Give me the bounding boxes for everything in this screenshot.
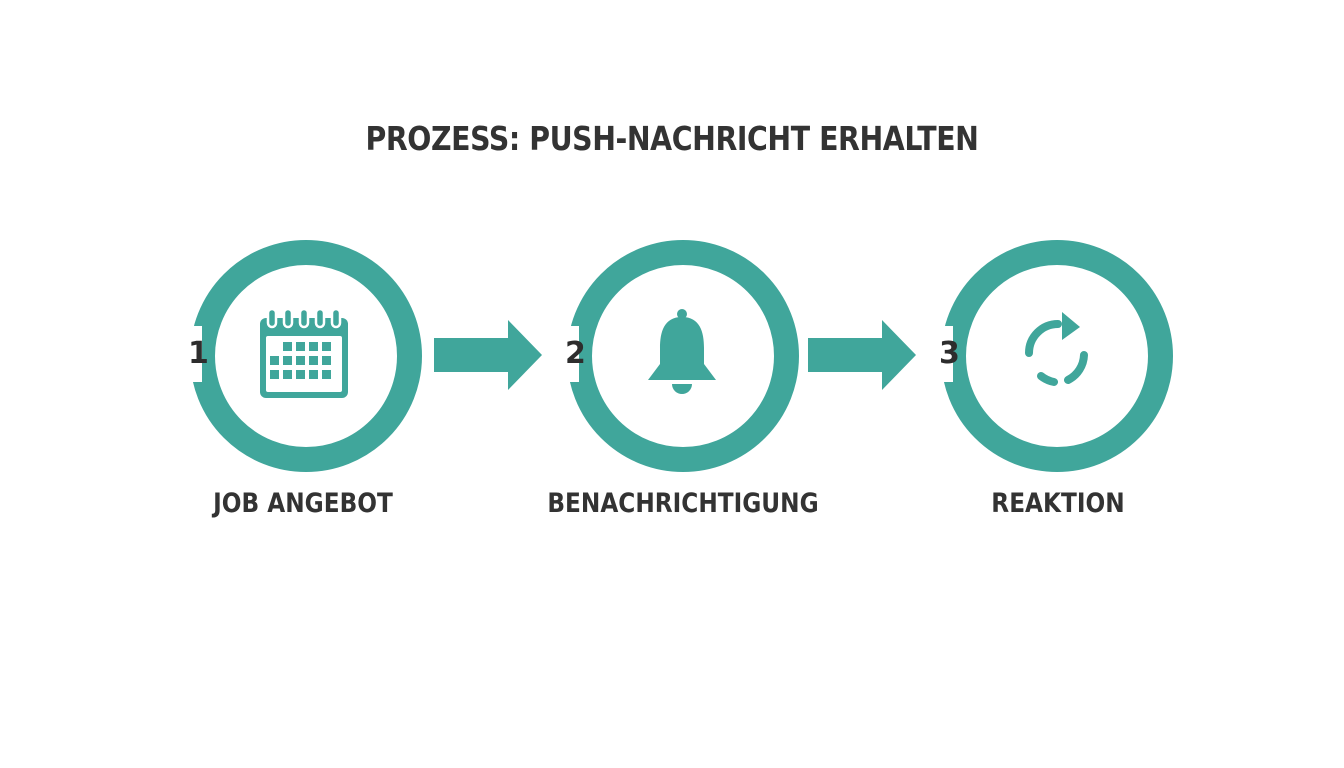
step-2-label: BENACHRICHTIGUNG <box>547 488 819 519</box>
step-2-number: 2 <box>565 336 586 371</box>
step-3-label: REAKTION <box>991 488 1125 519</box>
arrow-right-icon <box>808 320 916 390</box>
refresh-icon <box>1025 312 1088 386</box>
arrow-right-icon <box>434 320 542 390</box>
step-2-ring-gap <box>561 326 579 382</box>
step-1-label: JOB ANGEBOT <box>213 488 393 519</box>
calendar-icon <box>260 307 348 398</box>
step-3-ring-gap <box>935 326 953 382</box>
step-3-number: 3 <box>939 336 960 371</box>
step-1-ring-gap <box>184 326 202 382</box>
step-1-number: 1 <box>188 336 209 371</box>
diagram-title: PROZESS: PUSH-NACHRICHT ERHALTEN <box>365 119 979 158</box>
bell-icon <box>648 309 716 394</box>
